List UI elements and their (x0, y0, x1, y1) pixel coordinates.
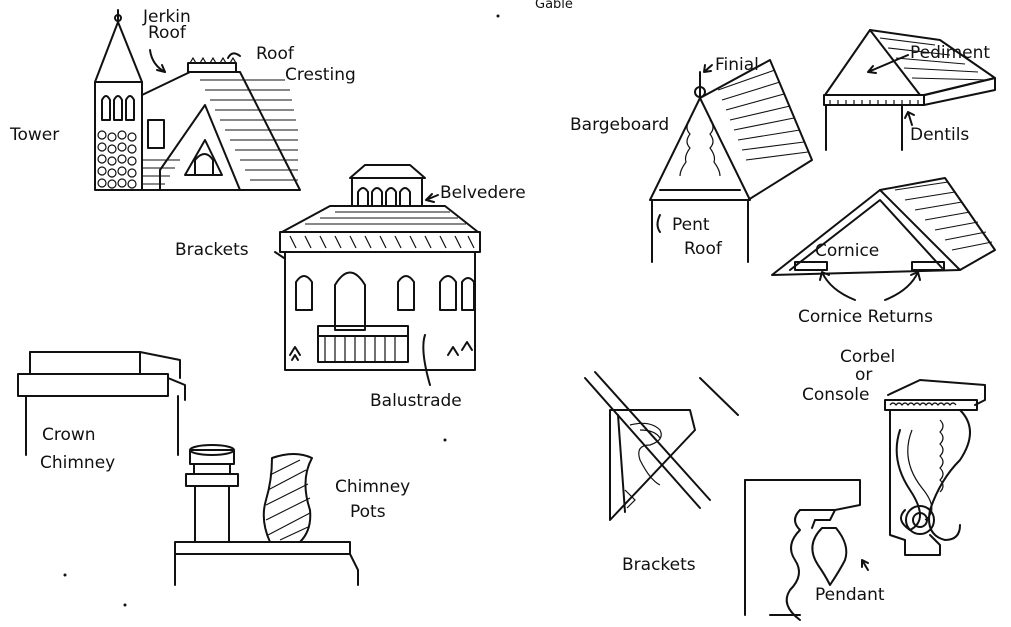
dot (444, 439, 447, 442)
label-finial: Finial (715, 55, 759, 75)
dot (124, 604, 127, 607)
label-corbel: Corbel (840, 347, 895, 367)
label-tower: Tower (9, 125, 59, 145)
label-roof-cresting-2: Cresting (285, 65, 356, 85)
corbel-console-illustration (885, 380, 985, 555)
label-brackets-bottom: Brackets (622, 555, 696, 575)
label-pent: Pent (672, 215, 710, 235)
label-corbel-or: or (855, 365, 872, 385)
label-pendant: Pendant (815, 585, 885, 605)
label-roof-cresting: Roof (256, 44, 295, 64)
label-balustrade: Balustrade (370, 391, 462, 411)
label-cornice: Cornice (815, 241, 879, 261)
label-crown: Crown (42, 425, 96, 445)
chimney-pots-illustration (175, 445, 358, 585)
house-with-tower-illustration (95, 10, 300, 190)
dot (497, 15, 500, 18)
label-belvedere: Belvedere (440, 183, 526, 203)
brackets-bottom-illustration (585, 372, 738, 520)
cornice-illustration (772, 178, 995, 300)
label-brackets-top: Brackets (175, 240, 249, 260)
dot (64, 574, 67, 577)
label-dentils: Dentils (910, 125, 969, 145)
caption-gable: Gable (535, 0, 573, 12)
label-chimney-pots-2: Pots (350, 502, 386, 522)
label-jerkin-roof-2: Roof (148, 23, 187, 43)
label-console: Console (802, 385, 870, 405)
label-pent-roof: Roof (684, 239, 723, 259)
label-bargeboard: Bargeboard (570, 115, 669, 135)
label-crown-chimney: Chimney (40, 453, 115, 473)
label-pediment: Pediment (910, 43, 990, 63)
label-cornice-returns: Cornice Returns (798, 307, 933, 327)
label-chimney-pots: Chimney (335, 477, 410, 497)
